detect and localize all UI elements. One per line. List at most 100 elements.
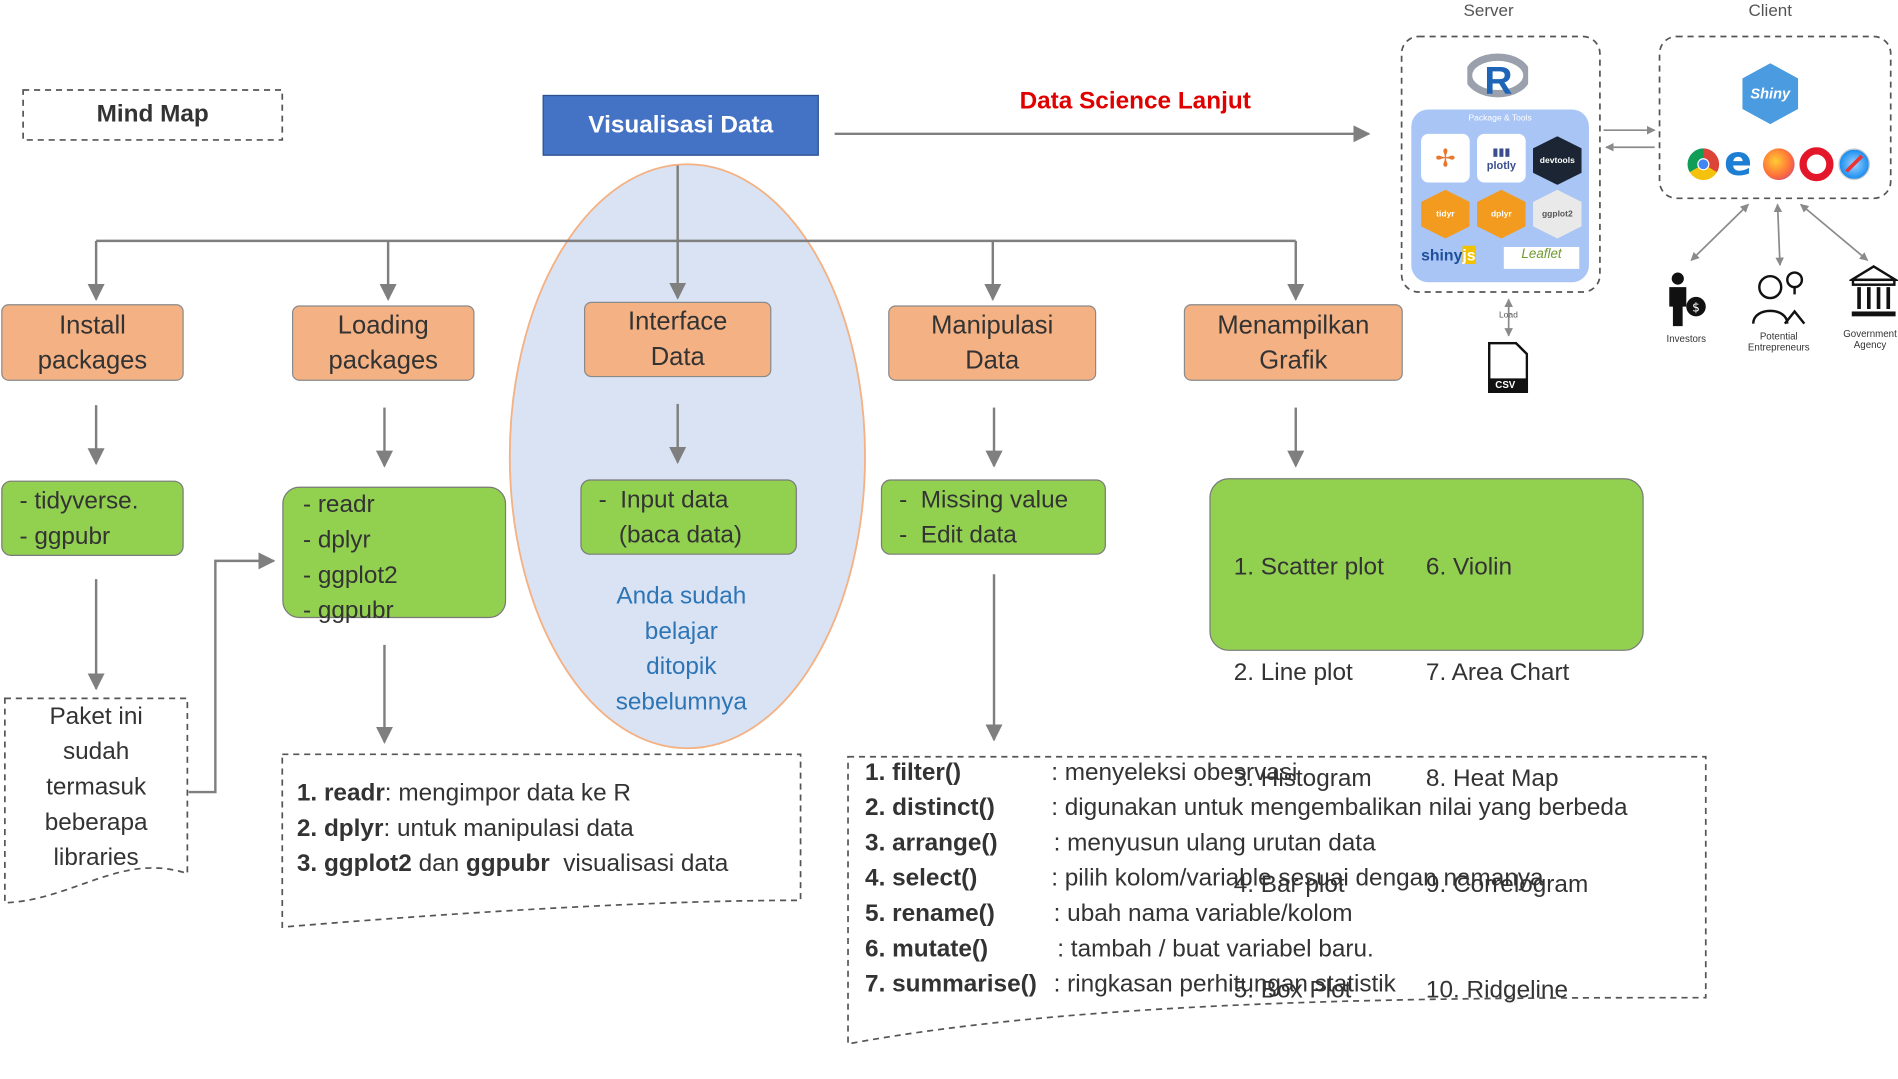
r-logo-icon: R <box>1467 53 1529 105</box>
node-interface-data: Interface Data <box>584 301 772 378</box>
note-line: sudah <box>62 738 130 766</box>
server-box <box>1400 35 1601 293</box>
function-desc: : menyusun ulang urutan data <box>1053 829 1376 857</box>
government-icon <box>1847 263 1898 324</box>
node-menampilkan-grafik: Menampilkan Grafik <box>1183 304 1403 381</box>
grafik-items-box: 1. Scatter plot 2. Line plot 3. Histogra… <box>1209 478 1644 1004</box>
function-name: 4. select() <box>865 865 978 892</box>
user-label-government: Government Agency <box>1843 328 1897 351</box>
interface-item: (baca data) <box>598 521 742 549</box>
note-line: libraries <box>53 844 139 872</box>
mind-map-title: Mind Map <box>96 100 209 128</box>
function-desc: : pilih kolom/variable sesuai dengan nam… <box>1051 865 1544 892</box>
grafik-left-column: 1. Scatter plot 2. Line plot 3. Histogra… <box>1234 479 1384 1079</box>
tools-panel-title: Package & Tools <box>1468 114 1532 123</box>
grafik-item: 2. Line plot <box>1233 659 1353 687</box>
loading-item: - ggpubr <box>302 597 394 625</box>
investor-icon: $ <box>1664 270 1708 331</box>
function-name: 1. filter() <box>865 759 962 786</box>
grafik-item: 4. Bar plot <box>1233 871 1345 898</box>
grafik-item: 10. Ridgeline <box>1425 976 1568 1004</box>
loading-item: - dplyr <box>302 526 371 554</box>
client-label: Client <box>1748 0 1793 20</box>
tools-panel: Package & Tools ✢ ▮▮▮plotly devtools tid… <box>1411 109 1589 283</box>
grafik-right-column: 6. Violin 7. Area Chart 8. Heat Map 9. C… <box>1426 479 1588 1079</box>
load-label: Load <box>1498 311 1518 320</box>
note-line: belajar <box>644 618 718 645</box>
shinyjs-icon: shinyjs <box>1421 245 1476 265</box>
grafik-item: 6. Violin <box>1425 553 1513 581</box>
grafik-item: 5. Box Plot <box>1233 976 1352 1004</box>
mind-map-label-box <box>22 89 284 141</box>
install-item: - tidyverse. <box>19 487 139 515</box>
edge-icon: e <box>1724 137 1753 187</box>
function-row: 4. select() : pilih kolom/variable sesua… <box>865 861 1544 896</box>
user-label-entrepreneurs: Potential Entrepreneurs <box>1747 330 1810 353</box>
loading-notes: 1. readr: mengimpor data ke R 2. dplyr: … <box>297 776 728 882</box>
user-label-investors: Investors <box>1666 333 1707 345</box>
function-name: 5. rename() <box>865 900 995 928</box>
function-row: 3. arrange() : menyusun ulang urutan dat… <box>865 826 1376 861</box>
manipulasi-item: - Missing value <box>899 486 1069 514</box>
r-logo-letter: R <box>1484 58 1513 103</box>
loading-item: - readr <box>302 491 375 519</box>
function-desc: : ringkasan perhitungan statistik <box>1053 970 1396 998</box>
function-name: 7. summarise() <box>865 970 1037 998</box>
grafik-item: 8. Heat Map <box>1425 765 1559 793</box>
svg-text:$: $ <box>1692 300 1700 314</box>
devtools-icon: devtools <box>1533 136 1582 185</box>
shiny-logo-text: Shiny <box>1750 85 1791 103</box>
safari-icon <box>1838 148 1871 181</box>
root-node: Visualisasi Data <box>542 94 819 156</box>
grafik-item: 3. Histogram <box>1233 765 1372 793</box>
functions-notes: 1. filter() : menyeleksi obesrvasi 2. di… <box>865 756 1627 1003</box>
manipulasi-items-box: - Missing value - Edit data <box>880 479 1106 555</box>
previous-topic-note: Anda sudah belajar ditopik sebelumnya <box>572 579 791 720</box>
chrome-icon <box>1687 148 1720 181</box>
csv-file-icon: CSV <box>1487 341 1529 393</box>
install-note-shape <box>4 697 189 904</box>
node-manipulasi-data: Manipulasi Data <box>888 305 1097 381</box>
install-item: - ggpubr <box>19 523 111 550</box>
dplyr-icon: dplyr <box>1477 189 1526 239</box>
note-line: Anda sudah <box>616 582 747 610</box>
function-row: 7. summarise() : ringkasan perhitungan s… <box>865 967 1396 1002</box>
function-row: 1. filter() : menyeleksi obesrvasi <box>865 756 1297 791</box>
note-line: sebelumnya <box>615 688 747 716</box>
grafik-item: 1. Scatter plot <box>1233 553 1384 581</box>
function-row: 5. rename() : ubah nama variable/kolom <box>865 897 1353 932</box>
function-name: 6. mutate() <box>865 935 989 963</box>
function-name: 3. arrange() <box>865 829 998 857</box>
node-loading-packages: Loading packages <box>292 305 475 381</box>
function-desc: : menyeleksi obesrvasi <box>1051 759 1298 786</box>
leaflet-icon: Leaflet <box>1503 246 1580 269</box>
loading-note-row: 3. ggplot2 dan ggpubr visualisasi data <box>296 850 729 878</box>
function-row: 2. distinct() : digunakan untuk mengemba… <box>865 791 1627 826</box>
advanced-label: Data Science Lanjut <box>1019 87 1251 115</box>
tidyr-icon: tidyr <box>1421 189 1470 239</box>
function-desc: : ubah nama variable/kolom <box>1053 900 1353 928</box>
grafik-item: 7. Area Chart <box>1425 659 1570 687</box>
loading-note-row: 2. dplyr: untuk manipulasi data <box>296 815 634 842</box>
note-line: ditopik <box>646 653 717 681</box>
function-row: 6. mutate() : tambah / buat variabel bar… <box>865 932 1374 967</box>
function-desc: : tambah / buat variabel baru. <box>1057 935 1374 963</box>
tableau-icon: ✢ <box>1421 133 1470 183</box>
note-line: beberapa <box>44 809 148 836</box>
note-line: termasuk <box>46 773 147 801</box>
interface-items-box: - Input data (baca data) <box>580 479 797 555</box>
install-items-box: - tidyverse. - ggpubr <box>1 480 184 557</box>
node-install-packages: Install packages <box>1 304 184 381</box>
install-note: Paket ini sudah termasuk beberapa librar… <box>5 700 188 876</box>
function-name: 2. distinct() <box>865 794 995 822</box>
server-label: Server <box>1463 0 1514 20</box>
manipulasi-item: - Edit data <box>899 521 1017 549</box>
client-box <box>1658 35 1892 200</box>
loading-note-row: 1. readr: mengimpor data ke R <box>296 779 631 807</box>
entrepreneur-icon <box>1748 268 1809 329</box>
root-label: Visualisasi Data <box>588 111 774 139</box>
loading-items-box: - readr - dplyr - ggplot2 - ggpubr <box>282 486 507 624</box>
loading-notes-shape <box>281 753 802 929</box>
ggplot2-icon: ggplot2 <box>1533 189 1582 239</box>
grafik-item: 9. Correlogram <box>1425 871 1589 898</box>
